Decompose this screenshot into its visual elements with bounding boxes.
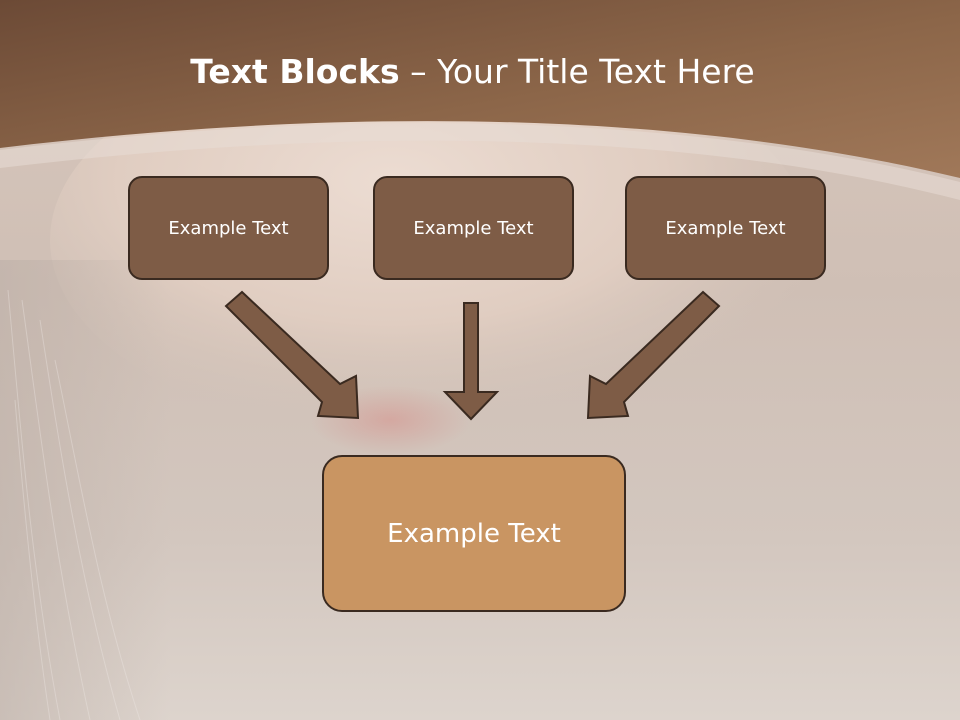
arrow-center-down	[442, 302, 500, 421]
source-box-2: Example Text	[373, 176, 574, 280]
arrow-right-diagonal	[586, 290, 721, 420]
title-rest: – Your Title Text Here	[399, 52, 755, 91]
source-box-label: Example Text	[413, 217, 534, 239]
target-box-label: Example Text	[387, 518, 561, 549]
slide-title: Text Blocks – Your Title Text Here	[0, 52, 945, 91]
source-box-label: Example Text	[168, 217, 289, 239]
source-box-1: Example Text	[128, 176, 329, 280]
target-box: Example Text	[322, 455, 626, 612]
title-bold: Text Blocks	[190, 52, 400, 91]
arrow-left-diagonal	[224, 290, 360, 420]
source-box-3: Example Text	[625, 176, 826, 280]
source-box-label: Example Text	[665, 217, 786, 239]
